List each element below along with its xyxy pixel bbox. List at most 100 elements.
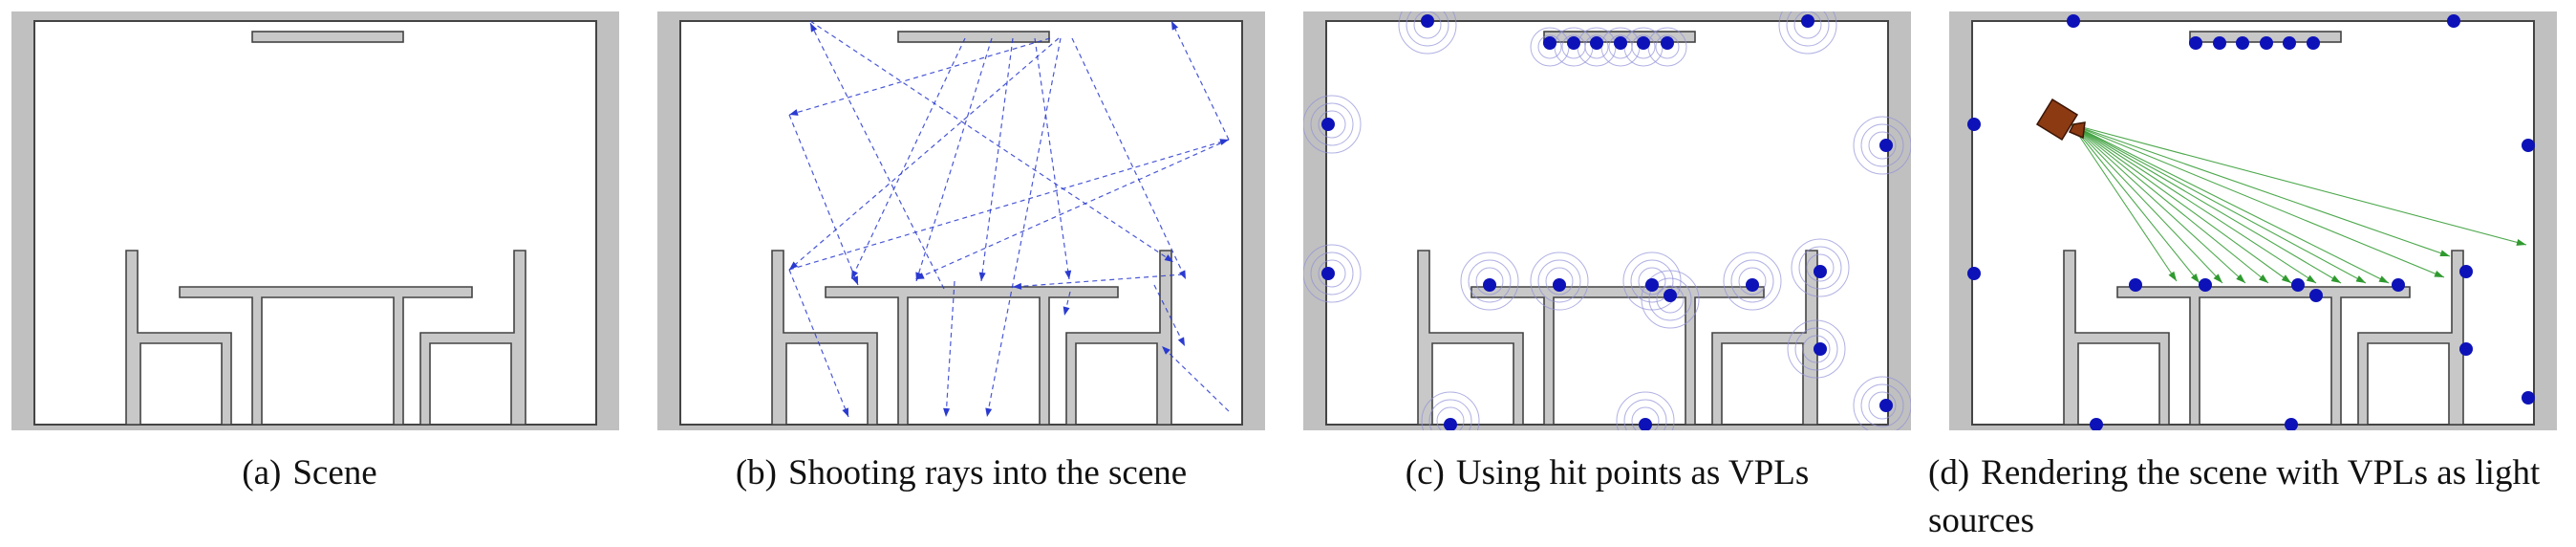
- vpl-diagram: [1303, 11, 1911, 430]
- vpl-point: [1967, 118, 1981, 131]
- ray: [788, 269, 849, 418]
- vpl-ring: [1530, 252, 1589, 311]
- scene-diagram: [11, 11, 619, 430]
- ray: [788, 139, 1230, 271]
- panel-rendering: [1949, 11, 2557, 430]
- ray-arrowhead: [1164, 254, 1173, 262]
- vpl-point: [1801, 14, 1814, 28]
- vpl-point: [2522, 391, 2535, 405]
- vpl-ring: [1860, 123, 1904, 167]
- chair-right: [2357, 250, 2464, 426]
- ray-arrowhead: [1177, 337, 1185, 346]
- vpl-ring: [1318, 259, 1346, 288]
- ray-arrowhead: [810, 23, 818, 33]
- vpl-ring: [1413, 11, 1442, 39]
- vpl-ring: [1656, 285, 1685, 314]
- ray-arrowhead: [1171, 21, 1179, 31]
- vpl-point: [2459, 265, 2473, 278]
- ray: [850, 37, 966, 280]
- vpl-ring: [1421, 391, 1480, 430]
- vpl-point: [2309, 289, 2323, 302]
- vpl-ring: [1537, 34, 1562, 59]
- camera-icon: [2035, 98, 2079, 142]
- vpl-ring: [1638, 267, 1666, 295]
- vpl-ring: [1641, 270, 1700, 329]
- vpl-ring: [1468, 259, 1512, 303]
- vpl-point: [1645, 278, 1659, 292]
- caption-c: (c)Using hit points as VPLs: [1292, 449, 1922, 497]
- vpl-point: [1321, 267, 1335, 280]
- ray: [986, 37, 1062, 418]
- chair-right: [419, 250, 526, 426]
- chair-right: [1065, 250, 1172, 426]
- panel-scene: [11, 11, 619, 430]
- light-ray-arrowhead: [2236, 274, 2245, 283]
- vpl-point: [2090, 418, 2103, 430]
- ceiling-light: [251, 31, 404, 43]
- caption-b-text: Shooting rays into the scene: [787, 453, 1188, 492]
- vpl-ring: [1310, 252, 1354, 295]
- ray-arrowhead: [789, 109, 799, 116]
- light-ray: [2071, 123, 2246, 284]
- panel-shooting-rays: [657, 11, 1265, 430]
- rendering-layer: [1967, 14, 2535, 430]
- vpl-ring: [1630, 259, 1674, 303]
- vpl-ring: [1793, 11, 1822, 39]
- light-ray-arrowhead: [2439, 250, 2450, 257]
- vpl-point: [2199, 278, 2212, 292]
- light-ray-arrowhead: [2259, 274, 2268, 283]
- camera-lens: [2068, 121, 2086, 140]
- shooting-rays-diagram: [657, 11, 1265, 430]
- vpl-point: [2213, 36, 2226, 50]
- vpl-point: [1590, 36, 1603, 50]
- vpl-ring: [1428, 399, 1472, 430]
- rays-layer: [788, 20, 1230, 418]
- vpl-ring: [1787, 319, 1846, 379]
- light-ray-arrowhead: [2306, 274, 2316, 283]
- caption-d: (d)Rendering the scene with VPLs as ligh…: [1928, 449, 2568, 545]
- vpl-point: [2307, 36, 2320, 50]
- vpl-point: [1746, 278, 1759, 292]
- light-ray: [2071, 123, 2178, 282]
- ray: [980, 37, 1014, 282]
- vpl-ring: [1310, 102, 1354, 146]
- vpl-point: [1637, 36, 1650, 50]
- vpl-ring: [1303, 244, 1362, 303]
- vpl-point: [1814, 265, 1827, 278]
- vpl-ring: [1648, 277, 1692, 321]
- vpl-ring: [1791, 238, 1850, 297]
- light-ray-arrowhead: [2168, 271, 2177, 281]
- light-ray-arrowhead: [2355, 275, 2366, 283]
- vpl-point: [2285, 418, 2298, 430]
- vpl-ring: [1460, 252, 1519, 311]
- ray-arrowhead: [851, 270, 859, 279]
- rendering-diagram: [1949, 11, 2557, 430]
- vpl-ring: [1853, 116, 1911, 175]
- vpl-point: [1553, 278, 1566, 292]
- vpl-point: [1814, 342, 1827, 356]
- vpl-point: [2067, 14, 2080, 28]
- vpl-point: [1483, 278, 1496, 292]
- ray-arrowhead: [915, 273, 925, 279]
- vpl-point: [2260, 36, 2273, 50]
- table: [2116, 286, 2411, 426]
- light-ray-arrowhead: [2516, 239, 2526, 246]
- light-ray: [2071, 123, 2451, 257]
- vpl-point: [1664, 289, 1677, 302]
- vpl-ring: [1860, 383, 1904, 427]
- light-ray: [2071, 123, 2390, 284]
- ray: [1012, 274, 1184, 288]
- vpl-ring: [1794, 327, 1838, 371]
- caption-d-text: Rendering the scene with VPLs as light s…: [1928, 453, 2541, 540]
- room: [657, 11, 1265, 430]
- vpl-ring: [1868, 391, 1897, 420]
- light-ray-arrowhead: [2434, 270, 2444, 277]
- light-ray-arrowhead: [2378, 275, 2389, 283]
- ceiling-light: [897, 31, 1050, 43]
- ray-arrowhead: [789, 261, 799, 270]
- caption-d-label: (d): [1928, 453, 1970, 492]
- table: [1470, 286, 1765, 426]
- vpl-ring: [1778, 11, 1837, 55]
- vpl-ring: [1631, 34, 1656, 59]
- ray-arrowhead: [851, 275, 858, 285]
